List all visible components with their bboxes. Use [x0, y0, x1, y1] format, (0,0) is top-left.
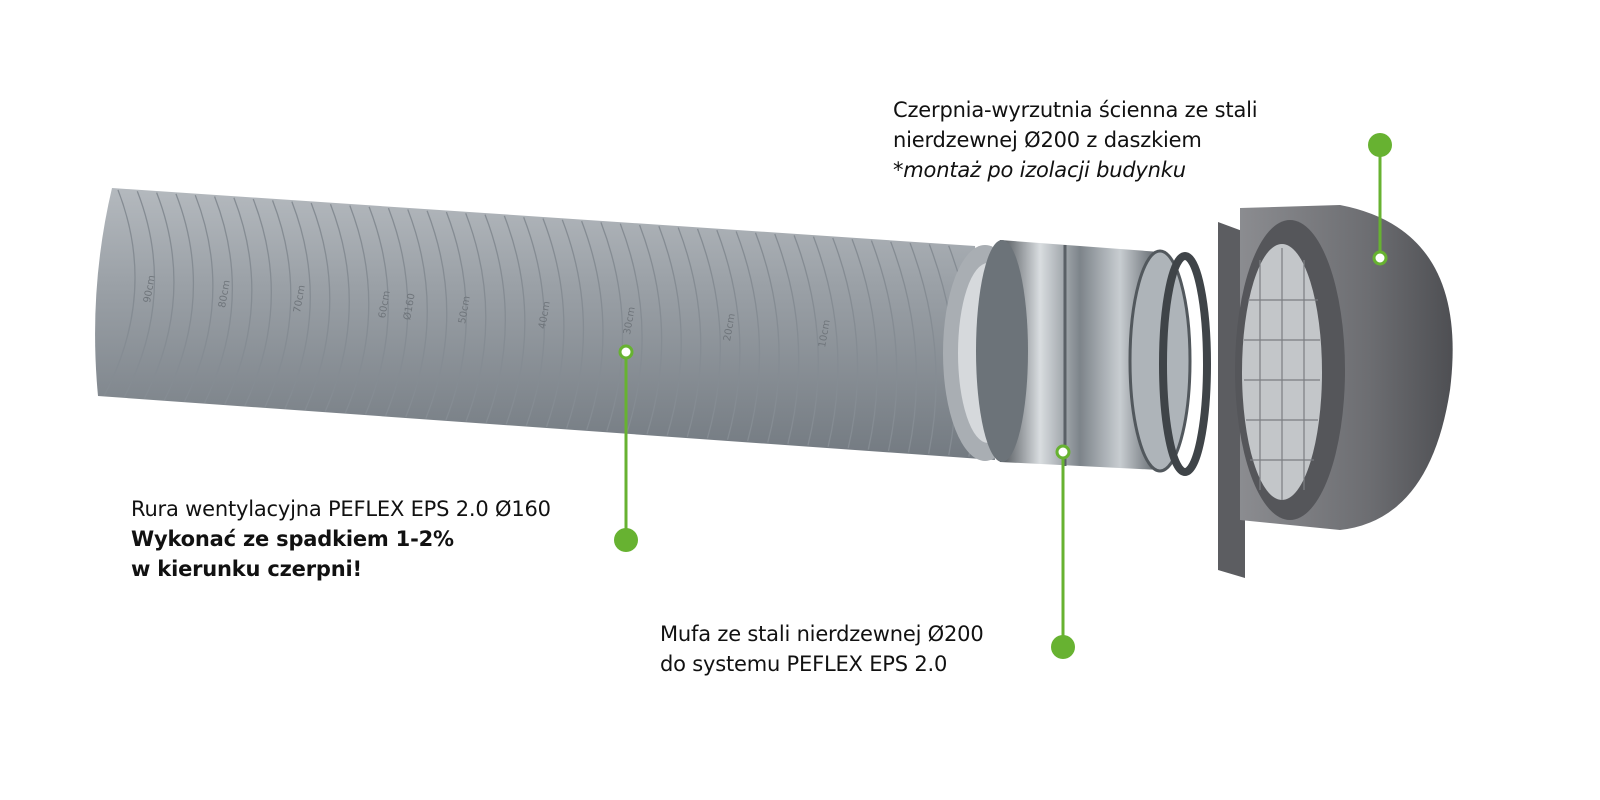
callout-mufa	[1051, 444, 1075, 659]
mufa-callout-dot	[1051, 635, 1075, 659]
pipe-rib	[284, 201, 311, 409]
vent-callout-dot	[1368, 133, 1392, 157]
pipe-rib	[735, 231, 761, 442]
pipe-label: Rura wentylacyjna PEFLEX EPS 2.0 Ø160 Wy…	[131, 494, 551, 584]
pipe-rib	[143, 192, 175, 400]
pipe-length-marking: 60cm	[377, 290, 393, 319]
pipe-length-marking: 80cm	[217, 279, 233, 308]
pipe-label-warning2: w kierunku czerpni!	[131, 557, 362, 581]
pipe-rib	[224, 197, 253, 405]
pipe-rib	[304, 202, 331, 411]
mufa-label-line2: do systemu PEFLEX EPS 2.0	[660, 652, 948, 676]
pipe-rib	[163, 193, 194, 401]
pipe-rib	[851, 238, 878, 450]
pipe-rib	[658, 226, 682, 436]
mufa-label: Mufa ze stali nierdzewnej Ø200 do system…	[660, 619, 984, 679]
vent-anchor-dot	[1372, 250, 1388, 266]
pipe-rib	[812, 236, 839, 447]
pipe-length-marking: 30cm	[622, 306, 638, 335]
pipe-length-marking: 40cm	[537, 300, 553, 329]
pipe-rib	[445, 211, 467, 421]
vent-label-line1: Czerpnia-wyrzutnia ścienna ze stali	[893, 98, 1258, 122]
pipe-rib	[244, 198, 272, 407]
pipe-rib	[324, 204, 350, 412]
pipe-length-marking: 10cm	[817, 319, 833, 348]
pipe-rib	[870, 240, 898, 452]
pipe-rib	[716, 229, 741, 440]
pipe-rib	[183, 194, 214, 402]
pipe-rib	[103, 189, 136, 397]
pipe-rib	[890, 241, 918, 453]
pipe-rib	[600, 222, 624, 432]
pipe-rib	[754, 232, 780, 443]
callout-vent	[1368, 133, 1392, 266]
pipe-length-marking: Ø160	[401, 292, 418, 321]
pipe-rib	[264, 200, 292, 408]
steel-coupling	[976, 240, 1211, 476]
pipe-label-line1: Rura wentylacyjna PEFLEX EPS 2.0 Ø160	[131, 497, 551, 521]
pipe-rib	[561, 219, 585, 429]
pipe-rib	[774, 233, 800, 445]
pipe-rib	[123, 191, 156, 398]
pipe-rib	[581, 220, 604, 431]
pipe-rib	[677, 227, 702, 438]
pipe-length-marking: 50cm	[457, 295, 473, 324]
pipe-rib	[793, 235, 819, 446]
pipe-length-marking: 70cm	[292, 284, 308, 313]
mufa-label-line1: Mufa ze stali nierdzewnej Ø200	[660, 622, 984, 646]
pipe-rib	[465, 213, 487, 422]
vent-label: Czerpnia-wyrzutnia ścienna ze stali nier…	[893, 95, 1258, 185]
pipe-callout-dot	[614, 528, 638, 552]
pipe-rib	[484, 214, 506, 424]
pipe-rib	[405, 209, 428, 418]
pipe-rib	[523, 216, 546, 426]
pipe-length-marking: 90cm	[142, 274, 158, 303]
wall-vent	[1218, 205, 1453, 578]
pipe-rib	[425, 210, 448, 419]
pipe-rib	[503, 215, 526, 425]
pipe-rib	[832, 237, 859, 449]
pipe-rib	[344, 205, 370, 414]
pipe-rib	[364, 206, 389, 415]
pipe-rib	[619, 223, 643, 433]
pipe-label-warning1: Wykonać ze spadkiem 1-2%	[131, 527, 454, 551]
vent-label-line2: nierdzewnej Ø200 z daszkiem	[893, 128, 1202, 152]
pipe-length-marking: 20cm	[722, 313, 738, 342]
pipe-rib	[542, 218, 565, 428]
vent-label-note: *montaż po izolacji budynku	[893, 158, 1186, 182]
pipe-rib	[909, 242, 937, 454]
eps-pipe: 90cm 80cm 70cm 60cm Ø160 50cm 40cm 30cm 20cm 10cm	[95, 188, 1027, 461]
pipe-rib	[696, 228, 721, 439]
pipe-rib	[638, 224, 663, 435]
mufa-anchor-dot	[1055, 444, 1071, 460]
pipe-rib	[384, 207, 409, 416]
callout-pipe	[614, 344, 638, 552]
pipe-rib	[203, 196, 233, 404]
pipe-anchor-dot	[618, 344, 634, 360]
